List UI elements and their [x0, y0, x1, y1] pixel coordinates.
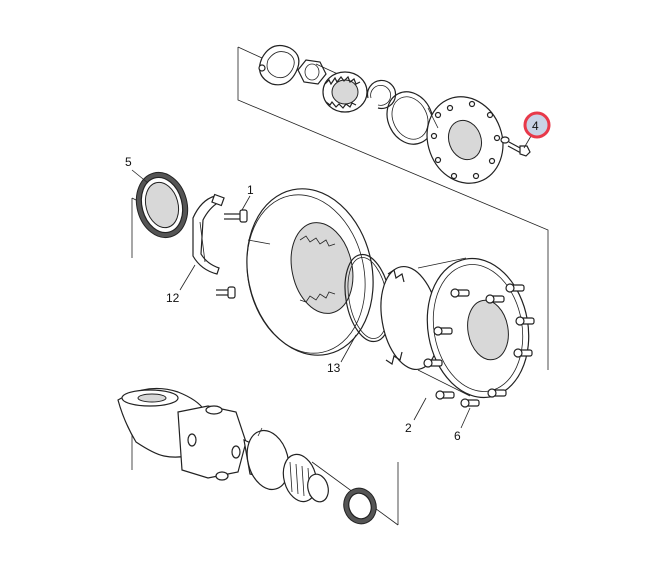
toothed-lock-ring — [322, 71, 368, 113]
wheel-studs — [423, 283, 535, 408]
bolt-and-washer — [500, 136, 531, 157]
o-ring-large — [386, 91, 434, 145]
oil-seal — [135, 171, 189, 239]
callout-12[interactable]: 12 — [166, 291, 180, 305]
callout-1[interactable]: 1 — [247, 183, 254, 197]
retaining-ring — [343, 487, 377, 525]
callout-4-highlight[interactable] — [523, 111, 551, 139]
top-panel-frame — [237, 46, 549, 370]
callout-leaders — [131, 135, 532, 429]
callout-6[interactable]: 6 — [454, 429, 461, 443]
snap-ring — [366, 79, 397, 110]
screw-upper — [224, 209, 248, 223]
abs-bracket — [192, 193, 225, 275]
hex-nut — [297, 59, 341, 85]
callout-2[interactable]: 2 — [405, 421, 412, 435]
callout-13[interactable]: 13 — [327, 361, 341, 375]
lock-plate — [258, 45, 300, 86]
screw-lower — [216, 286, 236, 299]
axle-spindle — [117, 387, 329, 503]
wheel-hub — [380, 257, 530, 399]
callout-4[interactable]: 4 — [532, 119, 539, 133]
flange-plate — [426, 96, 504, 184]
callout-5[interactable]: 5 — [125, 155, 132, 169]
brake-rotor — [246, 188, 374, 356]
